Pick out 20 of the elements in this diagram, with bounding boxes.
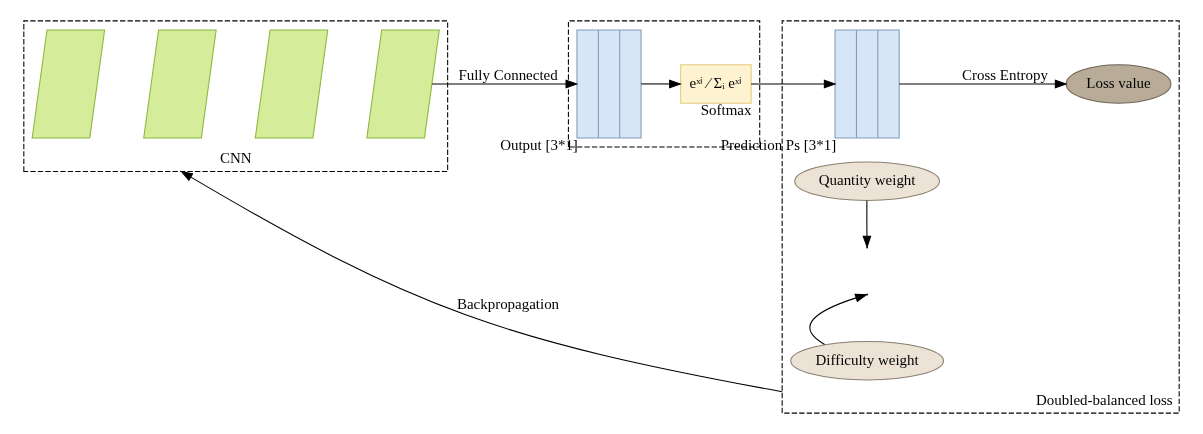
node-box: [143, 29, 217, 139]
arrow: [431, 79, 579, 89]
arrow: [640, 79, 682, 89]
edge-label: Fully Connected: [458, 66, 558, 83]
cluster: CNN: [23, 20, 449, 173]
edge-label: Backpropagation: [456, 295, 560, 312]
node-box: [366, 29, 440, 139]
node-box: eˣⁱ ⁄ Σᵢ eˣⁱ: [680, 64, 752, 104]
node-label: Softmax: [700, 102, 752, 119]
arrow: [898, 79, 1068, 89]
node-box: [31, 29, 106, 139]
arrow: [750, 79, 837, 89]
node-ellipse: Quantity weight: [794, 161, 940, 201]
node-label: Prediction Ps [3*1]: [720, 137, 837, 154]
node-ellipse: Difficulty weight: [790, 340, 945, 381]
node-box: [254, 29, 329, 139]
node-label: Output [3*1]: [500, 137, 578, 154]
edge-label: Cross Entropy: [961, 66, 1048, 83]
arrow: [180, 170, 783, 393]
node-ellipse: Loss value: [1065, 64, 1172, 104]
